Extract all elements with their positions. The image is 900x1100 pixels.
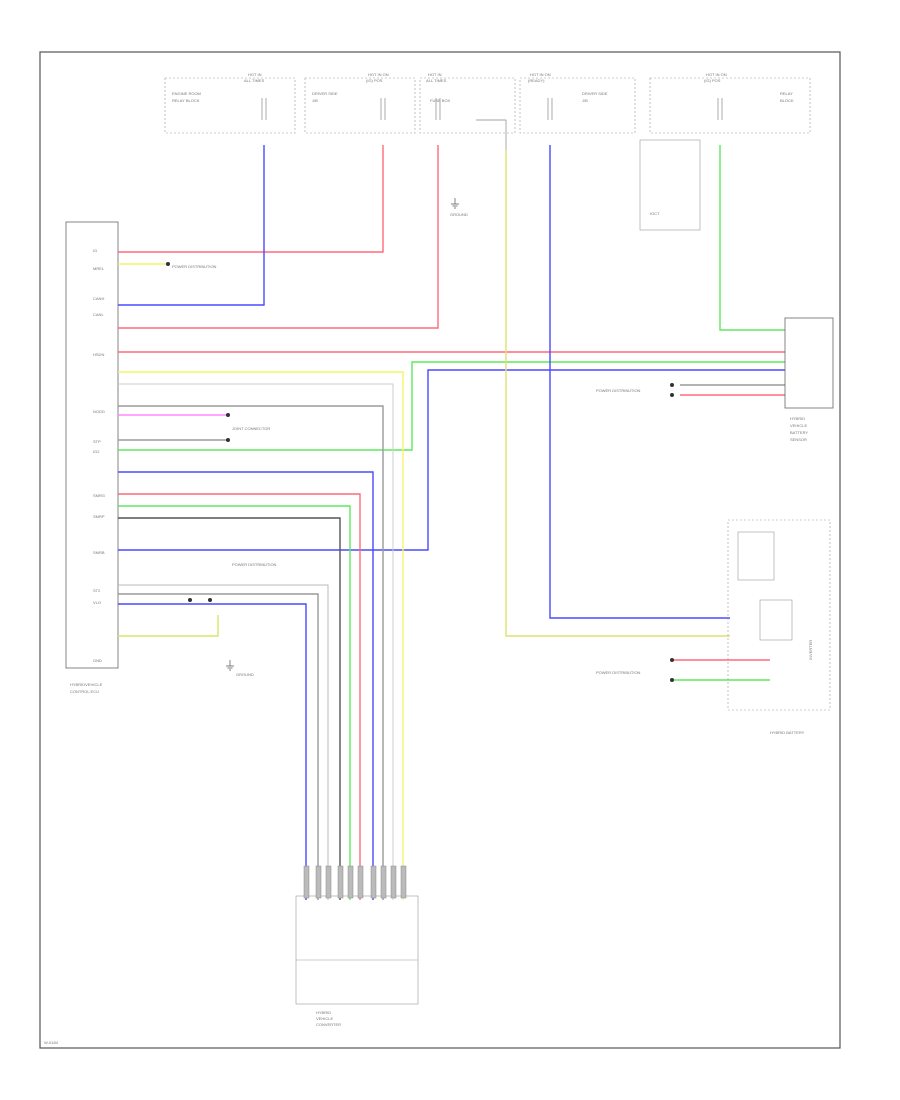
wires (118, 145, 785, 900)
pin-label-smrp: SMRP (93, 514, 105, 519)
wire-red-fuse3 (118, 145, 439, 329)
top-fuse-box-4: HOT IN ON (READY) DRIVER SIDE J/B (519, 72, 636, 134)
bottom-connector: HYBRID VEHICLE CONVERTER (295, 895, 419, 1027)
diagram-frame (39, 51, 841, 1049)
fuse-3-title-2: ALL TIMES (426, 78, 447, 83)
fuse-2-desc-2: J/B (312, 98, 318, 103)
wire-gray-4 (118, 593, 319, 900)
right-unit-label: INVERTER (808, 640, 813, 660)
pin-label-ig: IG (93, 248, 97, 253)
splice-label-lower: POWER DISTRIBUTION (232, 562, 277, 567)
wire-yellow-long (118, 371, 404, 900)
bottom-connector-label-1: HYBRID (316, 1010, 331, 1015)
right-sensor-label-1: HYBRID (790, 416, 805, 421)
fuse-2-title-1: HOT IN ON (368, 72, 389, 77)
fuse-1-desc-1: ENGINE ROOM (172, 91, 201, 96)
bottom-connector-label-3: CONVERTER (316, 1022, 341, 1027)
pin-label-vlo: VLO (93, 600, 101, 605)
pin-label-nodd: NODD (93, 409, 105, 414)
bottom-connector-label-2: VEHICLE (316, 1016, 333, 1021)
top-fuse-box-5: HOT IN ON (IG) POS RELAY BLOCK (649, 72, 811, 134)
pin-label-hsdn: HSDN (93, 352, 104, 357)
fuse-4-desc-2: J/B (582, 98, 588, 103)
fuse-2-title-2: (IG) POS (366, 78, 383, 83)
fuse-3-title-1: HOT IN (428, 72, 442, 77)
right-unit: INVERTER HYBRID BATTERY (727, 519, 831, 735)
wire-blue-conn-1 (118, 471, 374, 900)
splice-label-1: POWER DISTRIBUTION (172, 264, 217, 269)
splice-label-3: JOINT CONNECTOR (232, 426, 270, 431)
left-ecu-pins: IG MREL CANH CANL HSDN NODD STP IG2 SMRG… (93, 248, 105, 663)
fuse-4-title-2: (READY) (528, 78, 545, 83)
fuse-4-title-1: HOT IN ON (530, 72, 551, 77)
right-unit-caption: HYBRID BATTERY (770, 730, 805, 735)
wire-yellow-short (118, 615, 219, 637)
pin-label-canl: CANL (93, 312, 104, 317)
fuse-symbols (261, 98, 723, 150)
wire-red-conn (118, 493, 361, 900)
fuse-1-title-1: HOT IN (248, 72, 262, 77)
connector-terminals (303, 865, 407, 899)
right-sensor-label-2: VEHICLE (790, 423, 807, 428)
right-sensor-label-3: BATTERY (790, 430, 808, 435)
right-sensor-label-4: SENSOR (790, 437, 807, 442)
left-ecu-label-2: CONTROL ECU (70, 689, 99, 694)
wire-blue-fuse1 (118, 145, 265, 306)
pin-label-st2: ST2 (93, 588, 101, 593)
pin-label-canh: CANH (93, 296, 104, 301)
wire-dark-conn (118, 517, 341, 900)
splice-label-right: POWER DISTRIBUTION (596, 388, 641, 393)
pin-label-ig2: IG2 (93, 449, 100, 454)
wire-gray-3 (118, 584, 329, 900)
wire-blue-long (118, 369, 785, 551)
wire-red-ig (118, 145, 384, 253)
left-ecu: HYBRIDVEHICLE CONTROL ECU (65, 221, 119, 694)
right-sensor: HYBRID VEHICLE BATTERY SENSOR (784, 317, 834, 442)
top-fuse-box-1: HOT IN ALL TIMES ENGINE ROOM RELAY BLOCK (164, 72, 296, 134)
ground-symbol-1 (226, 660, 234, 671)
page-code: W-0184 (44, 1040, 59, 1045)
wire-yellow-relay (505, 150, 730, 637)
pin-label-mrel: MREL (93, 266, 105, 271)
fuse-5-desc-2: BLOCK (780, 98, 794, 103)
fuse-2-desc-1: DRIVER SIDE (312, 91, 338, 96)
fuse-5-title-2: (IG) POS (704, 78, 721, 83)
left-ecu-label-1: HYBRIDVEHICLE (70, 682, 103, 687)
wire-gray-1 (118, 383, 394, 900)
fuse-4-desc-1: DRIVER SIDE (582, 91, 608, 96)
ground-label-1: GROUND (236, 672, 254, 677)
wire-blue-fuse4 (549, 145, 730, 619)
splice-label-unit: POWER DISTRIBUTION (596, 670, 641, 675)
pin-label-smrg: SMRG (93, 493, 105, 498)
ground-symbol-2 (451, 198, 459, 209)
pin-label-smrb: SMRB (93, 550, 105, 555)
splice-dots (166, 262, 674, 682)
pin-label-stp: STP (93, 439, 101, 444)
wire-blue-conn-2 (118, 603, 307, 900)
fuse-5-desc-1: RELAY (780, 91, 793, 96)
top-fuse-box-2: HOT IN ON (IG) POS DRIVER SIDE J/B (304, 72, 416, 134)
top-fuse-box-3: HOT IN ALL TIMES FUSE BOX (419, 72, 516, 134)
wire-green-long (118, 361, 785, 451)
igct-relay-label: IGCT (650, 211, 660, 216)
fuse-1-desc-2: RELAY BLOCK (172, 98, 200, 103)
fuse-1-title-2: ALL TIMES (244, 78, 265, 83)
igct-relay (639, 139, 701, 231)
wire-green-fuse5 (719, 145, 785, 331)
wire-green-conn (118, 505, 351, 900)
ground-label-2: GROUND (450, 212, 468, 217)
pin-label-gnd: GND (93, 658, 102, 663)
wire-gray-2 (118, 405, 384, 900)
fuse-5-title-1: HOT IN ON (706, 72, 727, 77)
